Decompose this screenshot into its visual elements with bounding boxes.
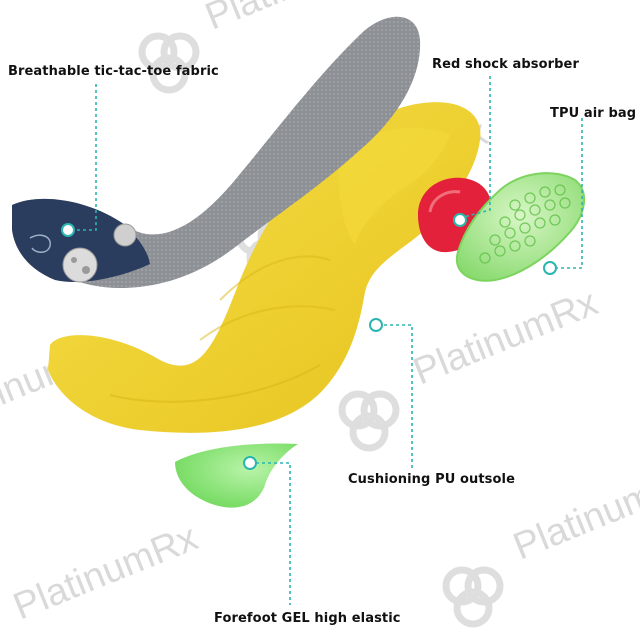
label-tpu-air-bag: TPU air bag (550, 106, 637, 121)
watermark-text: PlatinumRx (8, 517, 204, 629)
watermark-logo-icon (442, 566, 504, 628)
watermark-logo-icon (138, 32, 200, 94)
callout-dot-icons (61, 213, 557, 470)
tpu-air-bag (455, 172, 586, 282)
breathable-top-fabric (12, 16, 421, 288)
label-cushioning-pu-outsole: Cushioning PU outsole (348, 472, 516, 487)
watermark-text: PlatinumRx (408, 282, 604, 394)
callout-leaders (68, 76, 583, 605)
label-red-shock-absorber: Red shock absorber (432, 57, 579, 72)
cushioning-pu-outsole (48, 102, 481, 433)
label-forefoot-gel: Forefoot GEL high elastic (214, 611, 401, 626)
watermark-logo-icon (338, 390, 400, 452)
watermark-text: PlatinumRx (508, 457, 640, 569)
forefoot-gel-pad (175, 443, 298, 508)
label-breathable-fabric: Breathable tic-tac-toe fabric (8, 64, 219, 79)
